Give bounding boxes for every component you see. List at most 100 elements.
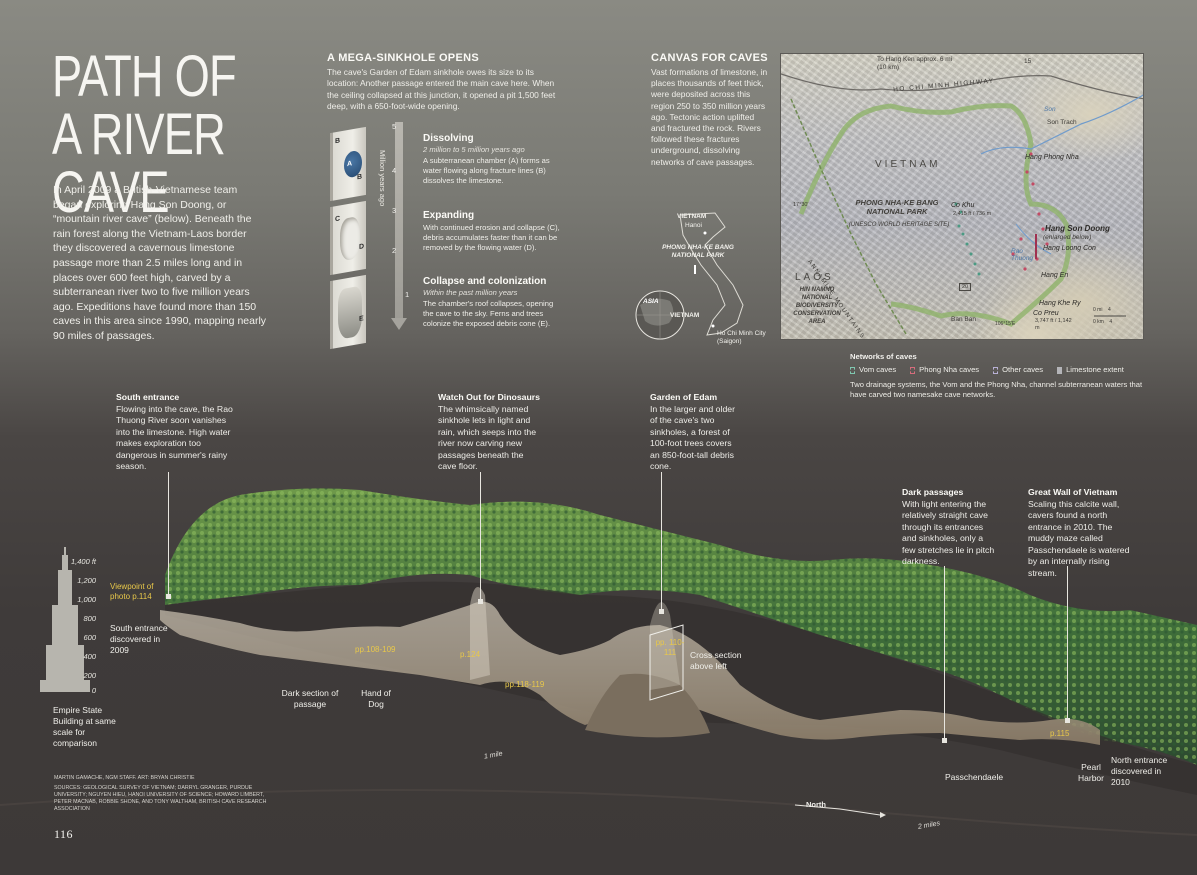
dissolving-block: B A B	[330, 126, 366, 202]
credits: MARTIN GAMACHE, NGM STAFF. ART: BRYAN CH…	[54, 775, 274, 813]
map-label-ban-ban: Ban Ban	[951, 316, 976, 323]
north-arrow-label: North	[806, 800, 826, 809]
leader-line	[478, 472, 483, 604]
height-tick: 0	[91, 686, 96, 695]
timeline-tick: 2	[392, 246, 397, 255]
height-tick: 200	[83, 671, 96, 680]
callout-dark-passages: Dark passages With light entering the re…	[902, 487, 995, 566]
locator-park: PHONG NHA-KE BANG NATIONAL PARK	[662, 244, 734, 259]
stage-title: Collapse and colonization	[423, 276, 547, 287]
stage-text: A subterranean chamber (A) forms as wate…	[423, 156, 550, 186]
legend-item-other: Other caves	[993, 365, 1043, 374]
globe-label: ASIA	[643, 298, 659, 305]
stage-collapse: Collapse and colonization Within the pas…	[423, 276, 563, 330]
legend-description: Two drainage systems, the Vom and the Ph…	[850, 380, 1143, 399]
map-label-latitude: 17°30'	[793, 202, 809, 208]
timeline-tick: 5	[392, 122, 397, 131]
empire-state-caption: Empire State Building at same scale for …	[53, 705, 116, 748]
page-ref-115[interactable]: p.115	[1050, 729, 1070, 738]
stage-dissolving: Dissolving 2 million to 5 million years …	[423, 133, 563, 187]
map-label-route: 15	[1024, 58, 1032, 65]
vom-swatch-icon	[850, 366, 855, 374]
stage-title: Expanding	[423, 210, 475, 221]
collapse-block: E	[330, 274, 366, 350]
height-tick: 800	[83, 614, 96, 623]
map-scale-mi: 0 mi 4	[1093, 307, 1111, 313]
map-label-hang-khe-ry: Hang Khe Ry	[1039, 300, 1081, 307]
chamber-c-shape	[340, 215, 360, 262]
callout-watch-out-dinosaurs: Watch Out for Dinosaurs The whimsically …	[438, 392, 541, 471]
map-label-rao-thuong: Rao Thuong	[1011, 248, 1034, 262]
map-label-son-river: Son	[1044, 106, 1056, 113]
height-tick: 1,400 ft	[70, 557, 96, 566]
map-label-co-preu: Co Preu	[1033, 310, 1059, 317]
cave-region-map: To Hang Ken approx. 6 mi (10 km) HO CHI …	[780, 53, 1144, 340]
other-swatch-icon	[993, 366, 999, 374]
page-ref-124[interactable]: p.124	[460, 650, 481, 659]
globe-country: VIETNAM	[670, 312, 700, 319]
dark-section-label: Dark section of passage	[281, 688, 339, 709]
callout-garden-of-edam: Garden of Edam In the larger and older o…	[650, 392, 736, 471]
locator-city: Ho Chi Minh City (Saigon)	[717, 330, 766, 345]
south-entrance-label: South entrance discovered in 2009	[110, 623, 168, 655]
phong-nha-swatch-icon	[910, 366, 916, 374]
intro-paragraph: In April 2009 a British-Vietnamese team …	[53, 184, 267, 342]
label-e: E	[359, 315, 364, 324]
map-scale-km: 0 km 4	[1093, 319, 1113, 325]
leader-line	[166, 472, 171, 599]
stage-period: 2 million to 5 million years ago	[423, 145, 525, 154]
timeline-tick: 4	[392, 166, 397, 175]
page-title: PATH OF A RIVER CAVE	[52, 44, 237, 225]
map-label-co-khu: Co Khu	[951, 202, 975, 209]
vietnam-outline-icon	[635, 212, 744, 340]
stage-title: Dissolving	[423, 133, 474, 144]
canvas-heading: CANVAS FOR CAVES	[651, 52, 768, 64]
stage-text: The chamber's roof collapses, opening th…	[423, 299, 554, 329]
sinkhole-text: The cave's Garden of Edam sinkhole owes …	[327, 67, 556, 111]
map-label-hin-namno: HIN NAMNO NATIONAL BIODIVERSITY CONSERVA…	[793, 287, 841, 325]
map-label-co-khu-elev: 2,415 ft / 736 m	[953, 211, 992, 217]
page-ref-118[interactable]: pp.118-119	[505, 680, 545, 689]
map-label-route20: 20	[959, 283, 972, 291]
label-b-bottom: B	[357, 173, 363, 182]
stage-expanding: Expanding With continued erosion and col…	[423, 210, 563, 254]
map-label-hang-en: Hang En	[1041, 272, 1069, 279]
pearl-harbor-label: Pearl Harbor	[1078, 762, 1104, 783]
byline: MARTIN GAMACHE, NGM STAFF. ART: BRYAN CH…	[54, 775, 195, 781]
map-label-hang-loong-con: Hang Loong Con	[1043, 245, 1096, 252]
map-label-enlarged: (enlarged below)	[1043, 234, 1092, 241]
legend-item-limestone: Limestone extent	[1057, 365, 1124, 374]
leader-line	[659, 472, 664, 614]
stage-period: Within the past million years	[423, 288, 518, 297]
map-label-unesco: (UNESCO WORLD HERITAGE SITE)	[848, 222, 950, 228]
callout-south-entrance: South entrance Flowing into the cave, th…	[116, 392, 233, 471]
expanding-block: C D	[330, 200, 366, 276]
map-label-laos: LAOS	[795, 272, 834, 283]
leader-line	[942, 566, 947, 743]
leader-line	[1065, 566, 1070, 723]
page-ref-108[interactable]: pp.108-109	[355, 645, 396, 654]
locator-map: VIETNAM Hanoi PHONG NHA-KE BANG NATIONAL…	[625, 205, 775, 355]
label-d: D	[359, 243, 365, 252]
sources: SOURCES: GEOLOGICAL SURVEY OF VIETNAM; D…	[54, 785, 267, 812]
legend-item-vom: Vom caves	[850, 365, 896, 374]
timeline-tick: 3	[392, 206, 397, 215]
height-tick: 1,000	[77, 595, 96, 604]
sinkhole-heading: A MEGA-SINKHOLE OPENS	[327, 52, 479, 64]
height-tick: 1,200	[77, 576, 96, 585]
passchendaele-label: Passchendaele	[945, 772, 1004, 782]
label-a: A	[347, 160, 353, 169]
callout-great-wall: Great Wall of Vietnam Scaling this calci…	[1028, 487, 1130, 578]
empire-state-building-icon	[40, 547, 90, 692]
map-label-hang-son-doong: Hang Son Doong	[1045, 224, 1110, 233]
locator-country: VIETNAM	[677, 213, 707, 220]
locator-capital: Hanoi	[685, 222, 702, 229]
viewpoint-label: Viewpoint of photo p.114	[110, 582, 154, 601]
map-label-co-preu-elev: 3,747 ft / 1,142 m	[1035, 318, 1072, 331]
label-c: C	[335, 215, 341, 224]
canvas-text: Vast formations of limestone, in places …	[651, 67, 768, 167]
legend-title: Networks of caves	[850, 352, 917, 361]
timeline-arrowhead-icon	[391, 318, 407, 330]
height-tick: 400	[83, 652, 96, 661]
page-ref-110[interactable]: pp. 110-111	[655, 638, 685, 657]
